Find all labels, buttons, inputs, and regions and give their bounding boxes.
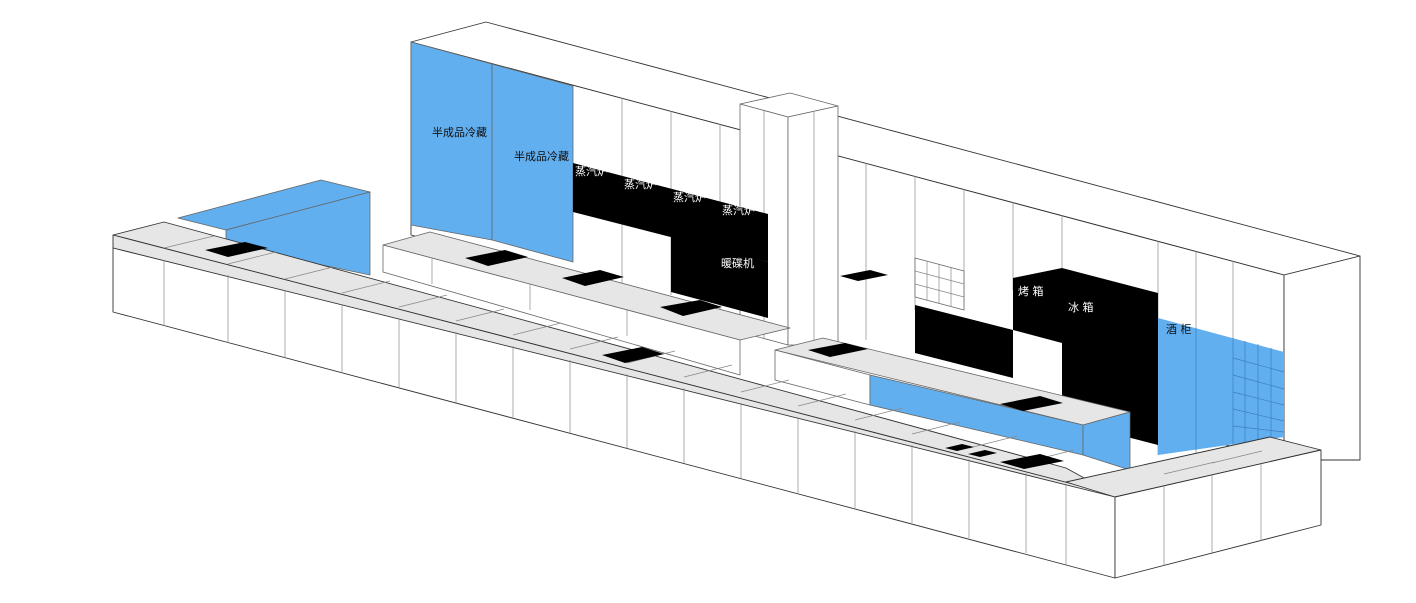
front-counter-end	[1114, 449, 1322, 579]
front-counter-burner-1	[205, 242, 268, 257]
steamer-band	[573, 163, 768, 262]
wine-cabinet-face	[1158, 318, 1284, 455]
ice-box-label: 冰 箱	[1068, 300, 1094, 314]
right-counter-burner-1	[808, 343, 868, 357]
wine-cabinet-label: 酒 柜	[1166, 323, 1192, 336]
steamer-label-4: 蒸汽炉	[722, 203, 755, 217]
oven-icebox-block: 烤 箱 冰 箱	[915, 268, 1158, 445]
front-counter-divisions	[163, 235, 1263, 566]
front-counter-burner-2	[602, 347, 664, 363]
steamer-label-3: 蒸汽炉	[673, 190, 706, 204]
cold-storage-label-1: 半成品冷藏	[432, 125, 487, 139]
cold-storage-panel-1	[410, 41, 493, 241]
cold-storage-label-2: 半成品冷藏	[514, 149, 569, 163]
wine-cabinet-grid	[1232, 338, 1285, 444]
plate-warmer	[671, 236, 768, 318]
front-counter-small-burner-1	[945, 444, 974, 451]
front-counter	[112, 221, 1322, 579]
back-counter-front	[382, 244, 741, 376]
ice-box	[1062, 268, 1158, 445]
back-counter-burner-1	[465, 250, 528, 266]
steamer-block: 蒸汽炉 蒸汽炉 蒸汽炉 蒸汽炉 暖碟机	[573, 163, 768, 318]
front-counter-small-burner-2	[968, 450, 997, 457]
right-counter	[774, 270, 1131, 471]
right-counter-burner-2	[1000, 396, 1063, 411]
oven-upper	[1013, 268, 1062, 343]
back-counter-burner-3	[660, 300, 722, 316]
front-counter-burner-3	[1000, 454, 1064, 469]
wine-cabinet: 酒 柜	[1158, 318, 1285, 455]
cold-storage-back: 半成品冷藏 半成品冷藏	[410, 41, 574, 263]
column-side	[787, 105, 839, 346]
back-wall-side	[1283, 255, 1361, 461]
back-counter-burner-2	[562, 270, 624, 286]
steamer-label-2: 蒸汽炉	[624, 177, 657, 191]
steamer-label-1: 蒸汽炉	[575, 164, 608, 178]
oven-lower	[915, 305, 1013, 378]
shelf-grid	[914, 257, 965, 311]
oven-label: 烤 箱	[1018, 284, 1044, 298]
back-counter	[382, 231, 791, 376]
plate-warmer-label: 暖碟机	[721, 256, 754, 270]
wall-shelf-burner	[840, 270, 888, 281]
cold-storage-panel-2	[491, 63, 574, 263]
